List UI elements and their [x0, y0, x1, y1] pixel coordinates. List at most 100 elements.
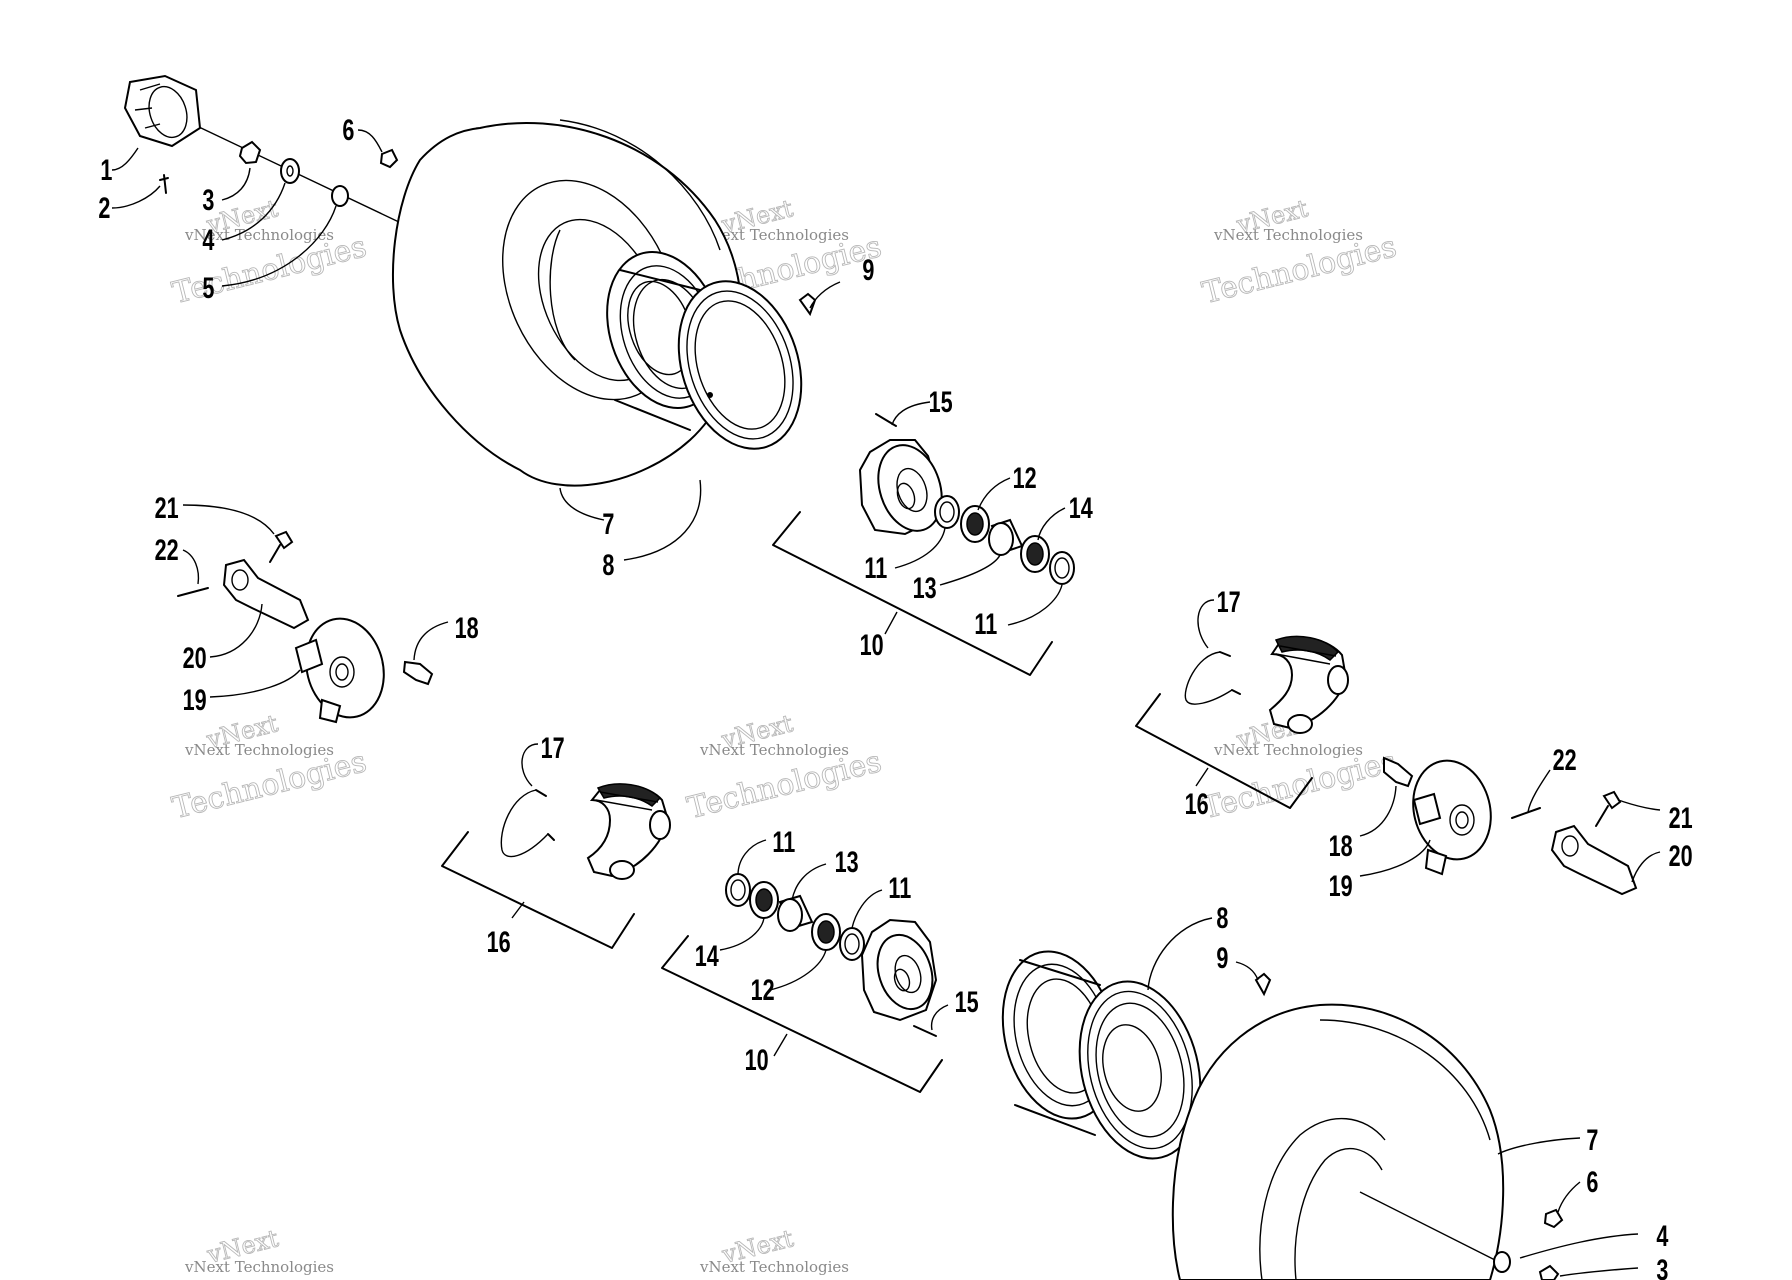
- left-brake-assembly: 21 22 20 19 18: [155, 490, 479, 724]
- pin: [177, 587, 209, 597]
- callout-9: 9: [1216, 940, 1228, 974]
- callout-4: 4: [1656, 1218, 1668, 1252]
- cotter-pin: [159, 174, 169, 194]
- leader: [930, 1004, 949, 1031]
- hub-flange: [858, 439, 943, 536]
- callout-11: 11: [974, 606, 997, 640]
- leader: [737, 839, 767, 876]
- leader: [1359, 839, 1431, 877]
- leader: [1617, 799, 1661, 811]
- callout-6: 6: [1586, 1164, 1598, 1198]
- leader: [182, 549, 200, 585]
- leader: [1631, 851, 1661, 883]
- callout-11: 11: [772, 824, 795, 858]
- leader: [221, 205, 337, 287]
- watermark-company: vNext Technologies: [1213, 741, 1363, 759]
- watermark-company: vNext Technologies: [699, 1258, 849, 1276]
- seal: [839, 927, 865, 961]
- callout-21: 21: [155, 490, 179, 524]
- leader: [1147, 917, 1213, 991]
- leader: [209, 603, 263, 658]
- leader: [884, 611, 898, 635]
- callout-10: 10: [860, 627, 884, 661]
- callout-21: 21: [1669, 800, 1693, 834]
- leader: [1497, 1137, 1581, 1155]
- callout-22: 22: [155, 532, 179, 566]
- group-bracket: [441, 831, 635, 949]
- brake-lever: [1550, 824, 1638, 896]
- callout-19: 19: [1329, 868, 1353, 902]
- callout-15: 15: [955, 984, 979, 1018]
- leader: [1559, 1267, 1639, 1277]
- leader: [111, 147, 139, 171]
- callout-8: 8: [602, 547, 614, 581]
- leader: [939, 554, 1001, 586]
- leader: [1527, 769, 1551, 813]
- leader: [182, 504, 275, 535]
- callout-9: 9: [862, 252, 874, 286]
- tire-bottom: [1171, 1003, 1505, 1280]
- callout-20: 20: [1669, 838, 1693, 872]
- callout-12: 12: [751, 972, 775, 1006]
- leader: [1519, 1233, 1639, 1259]
- callout-6: 6: [342, 112, 354, 146]
- brake-shoe: [586, 783, 671, 880]
- pin: [1511, 807, 1541, 819]
- leader: [1037, 507, 1066, 541]
- callout-11: 11: [864, 550, 887, 584]
- leader: [559, 487, 605, 521]
- leader: [221, 182, 286, 241]
- axle-nut: [238, 140, 262, 165]
- leader: [1359, 785, 1397, 837]
- watermark-company: vNext Technologies: [184, 226, 334, 244]
- bottom-hub-assembly: 11 13 11 14 12 15 10: [661, 824, 979, 1093]
- callout-1: 1: [100, 152, 112, 186]
- callout-7: 7: [1586, 1122, 1598, 1156]
- spacer: [331, 185, 349, 207]
- washer: [280, 158, 300, 184]
- watermark-company: vNext Technologies: [184, 741, 334, 759]
- leader: [521, 743, 539, 787]
- leader: [221, 167, 251, 201]
- brake-spring: [500, 789, 549, 858]
- leader: [1195, 767, 1209, 787]
- bottom-wheel-assembly: 8 9 7 6 4 3: [1001, 900, 1669, 1280]
- callout-8: 8: [1216, 900, 1228, 934]
- callout-22: 22: [1553, 742, 1577, 776]
- watermark-company: vNext Technologies: [699, 741, 849, 759]
- watermark-company: vNext Technologies: [1213, 226, 1363, 244]
- callout-3: 3: [202, 182, 214, 216]
- leader: [111, 185, 161, 209]
- callout-19: 19: [183, 682, 207, 716]
- brake-backing-plate: [294, 617, 385, 724]
- leader: [623, 479, 702, 561]
- leader: [1235, 961, 1259, 981]
- axle-line-bottom: [1359, 1191, 1496, 1261]
- group-bracket: [1135, 693, 1313, 809]
- callout-13: 13: [835, 844, 859, 878]
- leader: [511, 901, 525, 919]
- leader: [1007, 584, 1063, 626]
- seal: [725, 873, 751, 907]
- left-brake-shoe-assembly: 17 16: [441, 730, 671, 959]
- leader: [413, 621, 449, 661]
- axle-line-top: [179, 117, 421, 233]
- callout-20: 20: [183, 640, 207, 674]
- bolt: [269, 530, 294, 563]
- callout-14: 14: [1069, 490, 1093, 524]
- leader: [894, 527, 946, 569]
- callout-11: 11: [888, 870, 911, 904]
- brake-lever: [222, 558, 310, 630]
- callout-17: 17: [541, 730, 565, 764]
- hub-cap: [123, 74, 202, 148]
- leader: [1197, 599, 1215, 649]
- top-hub-assembly: 15 12 14 11 13 11 10: [772, 384, 1093, 676]
- lug-nut: [1543, 1208, 1564, 1229]
- brake-backing-plate: [1412, 759, 1492, 876]
- valve-stem: [1254, 972, 1272, 997]
- watermark-company: vNext Technologies: [184, 1258, 334, 1276]
- callout-3: 3: [1656, 1252, 1668, 1280]
- group-bracket: [661, 935, 943, 1093]
- wheel-stud: [913, 1025, 937, 1037]
